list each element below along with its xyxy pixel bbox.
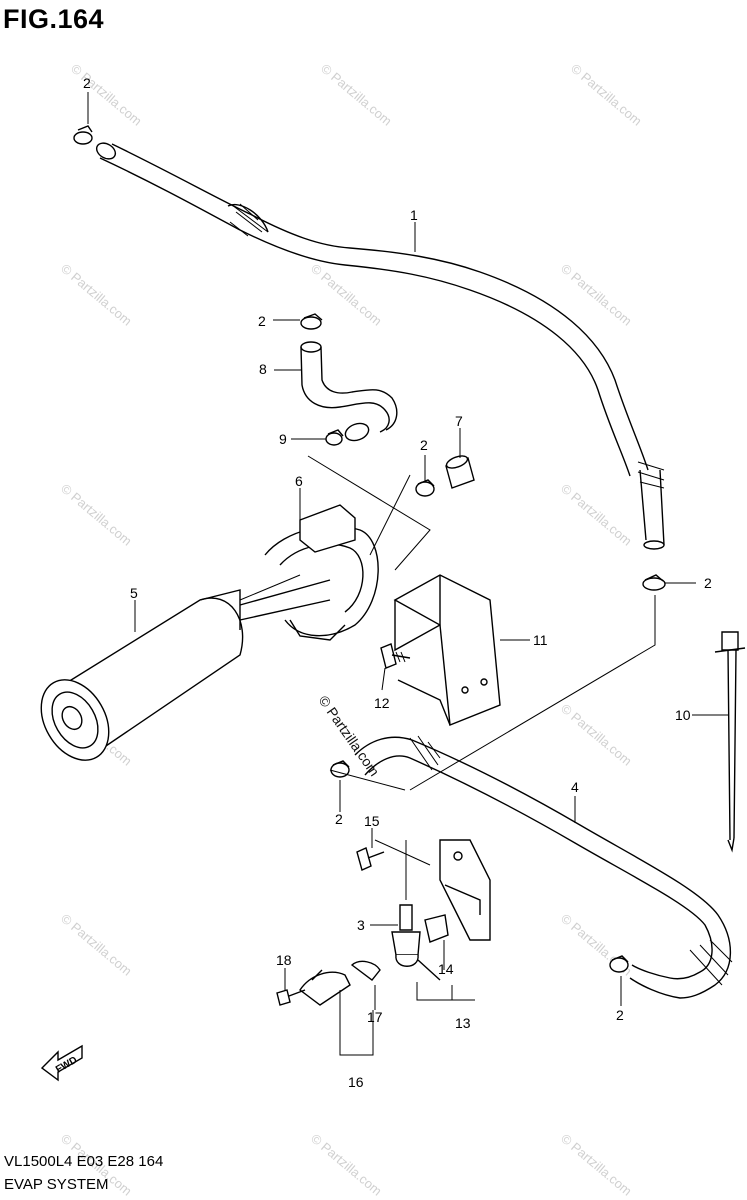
- part-4-hose: [354, 735, 733, 999]
- part-7-joint: [445, 455, 475, 489]
- part-11-cover: [393, 574, 501, 726]
- watermark: © Partzilla.com: [568, 61, 645, 129]
- callout-9: 9: [279, 431, 287, 447]
- callout-5: 5: [130, 585, 138, 601]
- clamp-2-lower-right: [609, 955, 629, 973]
- callout-8: 8: [259, 361, 267, 377]
- callout-1: 1: [410, 207, 418, 223]
- clamp-2-top: [73, 125, 93, 145]
- part-8-hose: [300, 341, 398, 442]
- clamp-2-right: [642, 574, 666, 591]
- callout-18: 18: [276, 952, 292, 968]
- callout-17: 17: [367, 1009, 383, 1025]
- footer-system-name: EVAP SYSTEM: [4, 1176, 109, 1193]
- part-18-screw: [276, 989, 306, 1006]
- part-10-tie: [714, 631, 746, 853]
- callouts: 2 1 2 8 9 2 7 6 5 2 11 12 10 4 2 15 3 18…: [83, 75, 712, 1090]
- callout-10: 10: [675, 707, 691, 723]
- callout-13: 13: [455, 1015, 471, 1031]
- callout-2: 2: [420, 437, 428, 453]
- part-14-clip: [424, 914, 449, 943]
- watermark: © Partzilla.com: [308, 1131, 385, 1199]
- callout-2: 2: [83, 75, 91, 91]
- watermark: © Partzilla.com: [558, 261, 635, 329]
- clamp-2-center: [415, 479, 435, 497]
- callout-11: 11: [533, 632, 548, 648]
- callout-2: 2: [258, 313, 266, 329]
- clamp-9: [325, 429, 344, 446]
- part-15-bolt: [356, 847, 385, 871]
- part-16-clamp: [299, 969, 351, 1006]
- callout-15: 15: [364, 813, 380, 829]
- callout-2: 2: [616, 1007, 624, 1023]
- callout-14: 14: [438, 961, 454, 977]
- watermark: © Partzilla.com: [558, 1131, 635, 1199]
- part-6-holder: [264, 504, 379, 641]
- watermark: © Partzilla.com: [558, 481, 635, 549]
- fwd-arrow: FWD: [40, 1044, 83, 1082]
- watermark: © Partzilla.com: [58, 911, 135, 979]
- watermark-center: © Partzilla.com: [316, 693, 383, 779]
- watermarks: © Partzilla.com © Partzilla.com © Partzi…: [58, 61, 645, 1199]
- part-3-valve: [391, 904, 441, 981]
- watermark: © Partzilla.com: [558, 701, 635, 769]
- callout-16: 16: [348, 1074, 364, 1090]
- part-13-bracket: [439, 839, 491, 941]
- footer-model-line: VL1500L4 E03 E28 164: [4, 1153, 164, 1170]
- watermark: © Partzilla.com: [58, 481, 135, 549]
- callout-4: 4: [571, 779, 579, 795]
- part-12-bolt: [380, 643, 411, 669]
- callout-3: 3: [357, 917, 365, 933]
- leader-lines: [87, 92, 728, 1056]
- watermark: © Partzilla.com: [58, 261, 135, 329]
- callout-2: 2: [704, 575, 712, 591]
- clamp-2-mid: [300, 313, 323, 330]
- callout-12: 12: [374, 695, 390, 711]
- watermark: © Partzilla.com: [318, 61, 395, 129]
- guide-lines: [307, 455, 656, 900]
- part-5-canister: [40, 574, 331, 761]
- figure-title: FIG.164: [3, 4, 105, 34]
- watermark: © Partzilla.com: [68, 61, 145, 129]
- callout-7: 7: [455, 413, 463, 429]
- callout-2: 2: [335, 811, 343, 827]
- callout-6: 6: [295, 473, 303, 489]
- part-17-cushion: [350, 960, 381, 981]
- part-1-hose: [95, 142, 665, 550]
